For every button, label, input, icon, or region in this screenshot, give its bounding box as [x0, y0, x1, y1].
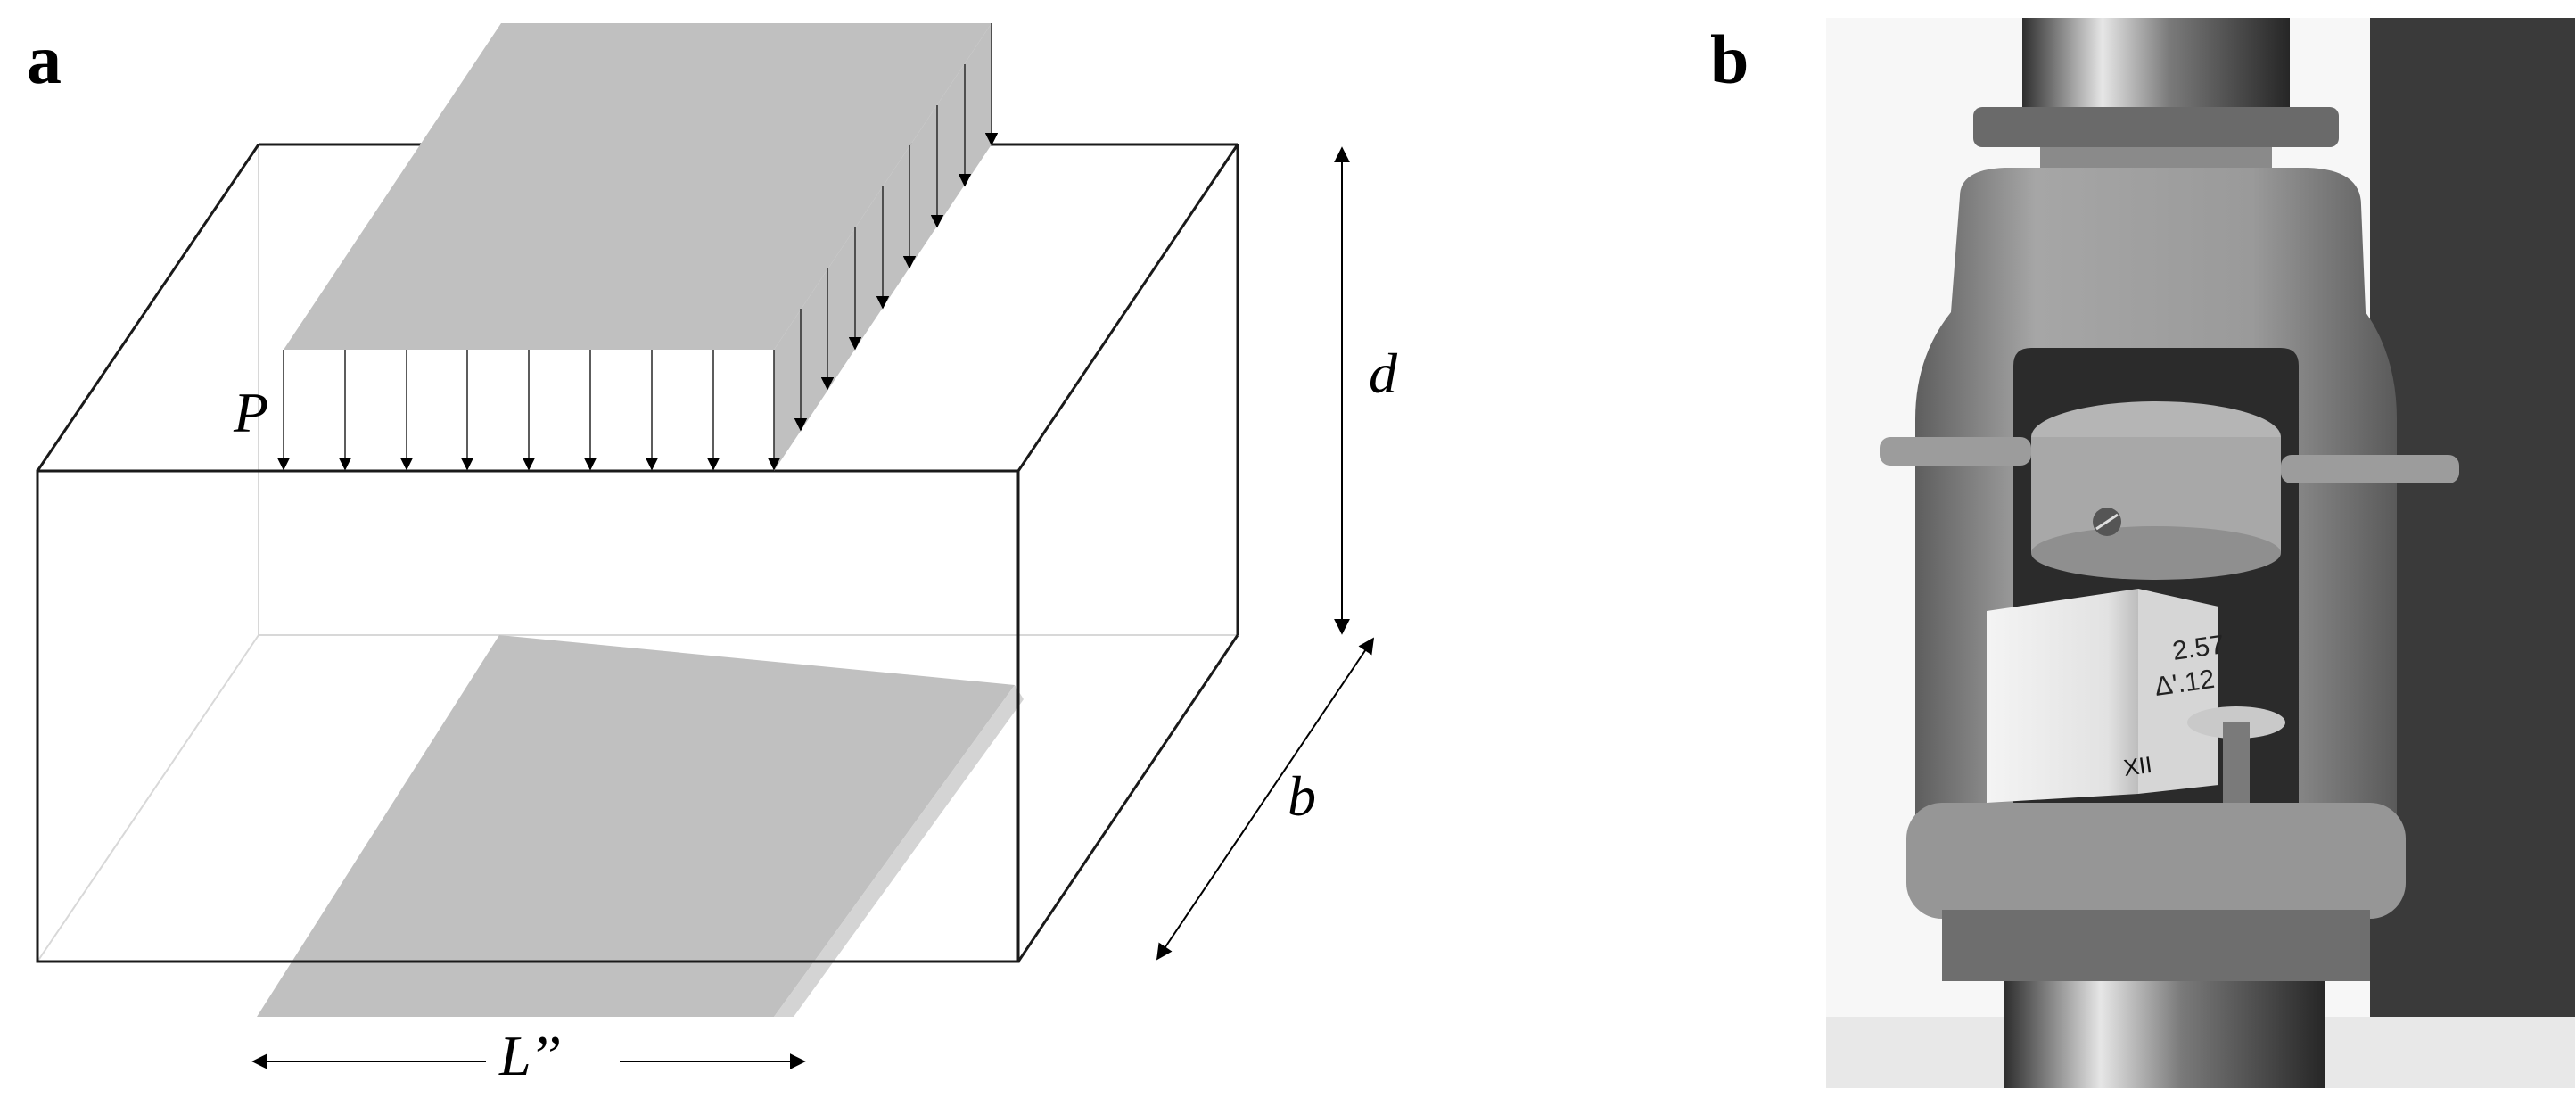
hidden-edges [37, 144, 1238, 962]
upper-collar [1973, 107, 2339, 147]
test-machine-photo: 2.57 Δ'.12 XII [1826, 18, 2575, 1088]
lower-column [2004, 981, 2325, 1088]
lower-base [1906, 803, 2406, 919]
width-dimension-line [1156, 637, 1375, 961]
bottom-load-plate [257, 635, 1024, 1017]
width-label: b [1288, 764, 1316, 828]
left-arm [1880, 437, 2031, 466]
panel-a-letter: a [27, 21, 62, 98]
lower-collar [1942, 910, 2370, 981]
upper-platen-bottom [2031, 526, 2281, 580]
specimen-cube-side [2138, 589, 2218, 794]
right-arm [2281, 455, 2459, 483]
compression-schematic: P d b L’’ [36, 23, 1398, 1088]
load-arrows [276, 23, 999, 471]
upper-column [2022, 18, 2290, 116]
length-label-bg [486, 1026, 620, 1088]
specimen-marking-3: XII [2122, 751, 2154, 781]
panel-b-letter: b [1710, 21, 1749, 98]
specimen-marking-1: 2.57 [2170, 630, 2226, 666]
specimen-cube-front [1987, 589, 2138, 803]
top-load-plate [284, 23, 992, 471]
machine-frame-dark [2370, 18, 2575, 1070]
length-label: L’’ [498, 1024, 561, 1087]
load-label: P [233, 381, 268, 444]
depth-label: d [1369, 342, 1398, 405]
